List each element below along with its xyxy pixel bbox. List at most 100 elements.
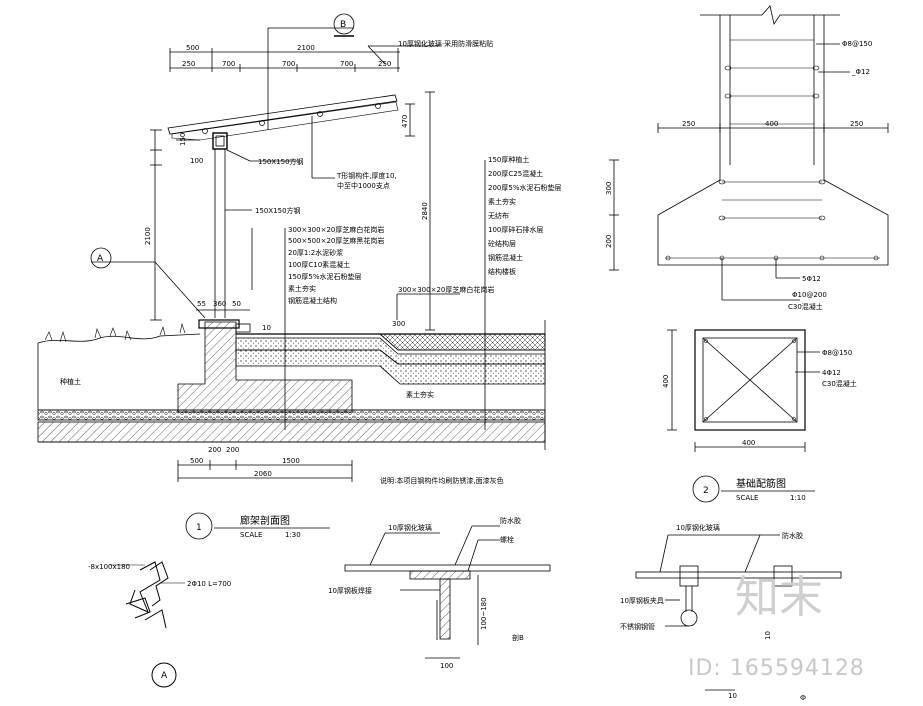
layer-left-3: 20厚1:2水泥砂浆 — [288, 248, 343, 257]
layer-left-5: 150厚5%水泥石粉垫层 — [288, 272, 361, 281]
title2-circle — [692, 475, 720, 503]
layer-right-9: 结构楼板 — [488, 267, 516, 276]
section-1-drawing — [37, 13, 546, 540]
dim-h2840: 2840 — [421, 202, 429, 220]
title2-name: 基础配筋图 — [736, 477, 786, 490]
detailBR-rubber: 防水胶 — [782, 531, 803, 540]
dim-h470: 470 — [401, 115, 409, 128]
detailBL-bolt: 螺栓 — [500, 535, 514, 544]
layer-right-4: 素土夯实 — [488, 197, 516, 206]
dim-700c: 700 — [340, 60, 353, 68]
roof-label-column: 150X150方钢 — [255, 206, 301, 215]
detailBR-tag: Ф — [800, 694, 806, 702]
detail-labels: -8x100x180 2Φ10 L=700 A 10厚钢化玻璃 10厚钢板焊接 … — [88, 516, 806, 702]
layer-right-6: 100厚碎石排水层 — [488, 225, 543, 234]
callout-b — [333, 13, 355, 35]
title2-num: 2 — [703, 486, 709, 496]
dim-55: 55 — [197, 300, 206, 308]
left-ground-label: 种植土 — [60, 377, 81, 386]
watermark-id: ID: 165594128 — [688, 656, 865, 681]
callout-a-label: A — [97, 254, 104, 264]
foundation-labels: Φ8@150 _Φ12 250 400 250 300 200 5Φ12 Φ10… — [605, 40, 872, 502]
detailBR-pipe: 不锈钢钢管 — [620, 622, 655, 631]
plan-bars: 4Φ12 — [822, 369, 841, 377]
detailBL-tag: 剖B — [512, 633, 524, 642]
dim-250a: 250 — [182, 60, 195, 68]
detailBR-clamp: 10厚钢板夹具 — [620, 596, 664, 605]
layer-right-5: 无纺布 — [488, 211, 509, 220]
detailA-rebar: 2Φ10 L=700 — [187, 580, 231, 588]
plan-h400: 400 — [662, 375, 670, 388]
dim-360: 360 — [213, 300, 226, 308]
fnd-d250b: 250 — [850, 120, 863, 128]
fnd-conc: C30混凝土 — [788, 302, 823, 311]
fnd-d400: 400 — [765, 120, 778, 128]
fnd-phi12: _Φ12 — [851, 68, 870, 76]
note-text: 说明:本项目钢构件均刷防锈漆,面漆灰色 — [380, 476, 504, 485]
dim-b1500: 1500 — [282, 457, 300, 465]
detailA-plate: -8x100x180 — [88, 563, 130, 571]
detailA-label: A — [161, 671, 168, 681]
detailBL-rubber: 防水胶 — [500, 516, 521, 525]
roof-label-glass: 10厚钢化玻璃·采用防滑膜粘贴 — [398, 39, 493, 48]
title1-scale-label: SCALE — [240, 531, 262, 539]
dim-250b: 250 — [378, 60, 391, 68]
dim-2100: 2100 — [297, 44, 315, 52]
detailBR-glass: 10厚钢化玻璃 — [676, 523, 720, 532]
layer-right-1: 150厚种植土 — [488, 155, 529, 164]
title2-scale-label: SCALE — [736, 494, 758, 502]
layer-right-3: 200厚5%水泥石粉垫层 — [488, 183, 561, 192]
title1-name: 廊架剖面图 — [240, 514, 290, 527]
watermark-brand: 知末 — [735, 572, 823, 623]
detailBR-dim10: 10 — [728, 692, 737, 700]
dim-700b: 700 — [282, 60, 295, 68]
callout-b-label: B — [340, 20, 346, 30]
fnd-bars: 5Φ12 — [802, 275, 821, 283]
detailBR-dimv: 10 — [764, 631, 772, 640]
fnd-phi8: Φ8@150 — [842, 40, 872, 48]
foundation-drawing — [609, 5, 889, 503]
detailBL-steel: 10厚钢板焊接 — [328, 586, 372, 595]
dim-b500: 500 — [190, 457, 203, 465]
dim-50: 50 — [232, 300, 241, 308]
detail-a-circle — [151, 662, 177, 688]
roof-label-tbeam: T形钢构件,厚度10, — [336, 171, 397, 180]
layer-left-1: 300×300×20厚芝麻白花岗岩 — [288, 225, 384, 234]
dim-b200a: 200 — [208, 446, 221, 454]
roof-label-tbeam2: 中至中1000支点 — [337, 181, 390, 190]
dim-10: 10 — [262, 324, 271, 332]
watermark: 知末 ID: 165594128 — [688, 572, 865, 681]
layer-left-2: 500×500×20厚芝麻黑花岗岩 — [288, 236, 384, 245]
layer-left-6: 素土夯实 — [288, 284, 316, 293]
dim-h2100: 2100 — [144, 227, 152, 245]
detailBL-dimv: 100~180 — [480, 597, 488, 630]
title1-circle — [185, 512, 213, 540]
callout-a — [90, 247, 112, 269]
roof-label-tube: 150X150方钢 — [258, 157, 304, 166]
detail-b-left-drawing — [344, 525, 551, 659]
detailBL-dim100: 100 — [440, 662, 453, 670]
title1-num: 1 — [196, 523, 202, 533]
dim-h100: 100 — [190, 157, 203, 165]
fnd-h300: 300 — [605, 182, 613, 195]
mid-label: 300×300×20厚芝麻白花岗岩 — [398, 285, 494, 294]
fnd-d250a: 250 — [682, 120, 695, 128]
layer-right-7: 砼结构层 — [488, 239, 516, 248]
detail-a-drawing — [110, 561, 185, 688]
dim-b200b: 200 — [226, 446, 239, 454]
dim-h150: 150 — [179, 133, 187, 146]
title1-scale: 1:30 — [285, 531, 301, 539]
layer-left-4: 100厚C10素混凝土 — [288, 260, 350, 269]
title2-scale: 1:10 — [790, 494, 806, 502]
plan-conc: C30混凝土 — [822, 379, 857, 388]
layer-right-8: 钢筋混凝土 — [488, 253, 523, 262]
dim-300: 300 — [392, 320, 405, 328]
layer-right-2: 200厚C25混凝土 — [488, 169, 543, 178]
detailBL-glass: 10厚钢化玻璃 — [388, 523, 432, 532]
fnd-stir: Φ10@200 — [792, 291, 827, 299]
dim-700a: 700 — [222, 60, 235, 68]
dim-b2060: 2060 — [254, 470, 272, 478]
fnd-h200: 200 — [605, 235, 613, 248]
layer-left-7: 钢筋混凝土结构 — [288, 296, 337, 305]
